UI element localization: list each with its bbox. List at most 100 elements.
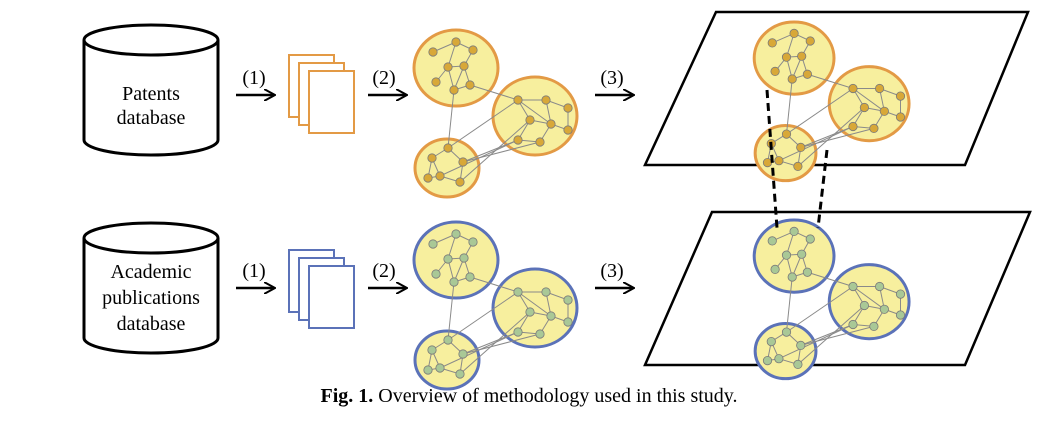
academic-layer-node (797, 341, 805, 349)
academic-network-node (459, 350, 467, 358)
academic-layer-node (790, 227, 798, 235)
row-academic: Academic publications database (1) (2) (… (84, 212, 1030, 389)
academic-layer-node (896, 290, 904, 298)
patents-layer-node (870, 124, 878, 132)
academic-network-node (514, 328, 522, 336)
patents-database-label-line2: database (117, 107, 186, 129)
academic-layer-node (803, 268, 811, 276)
patents-network-node (436, 172, 444, 180)
academic-step-2-label: (2) (372, 260, 395, 282)
academic-network-node (466, 273, 474, 281)
patents-network-node (424, 174, 432, 182)
academic-network-node (444, 255, 452, 263)
patents-layer-node (803, 70, 811, 78)
patents-network-node (536, 138, 544, 146)
patents-step-3-label: (3) (600, 67, 623, 89)
patents-cluster-network (414, 30, 577, 197)
patents-layer-node (896, 113, 904, 121)
patents-network-node (547, 120, 555, 128)
academic-network-node (444, 336, 452, 344)
academic-network-node (424, 366, 432, 374)
academic-layer-node (849, 282, 857, 290)
academic-documents-icon (289, 250, 354, 328)
academic-database-label-line2: publications (102, 287, 200, 309)
patents-network-node (432, 78, 440, 86)
academic-cluster-network (414, 222, 577, 389)
academic-network-node (432, 270, 440, 278)
patents-layer-node (798, 52, 806, 60)
academic-layer-node (771, 265, 779, 273)
patents-network-node (460, 62, 468, 70)
academic-layer-node (798, 250, 806, 258)
academic-layer-node (767, 337, 775, 345)
patents-network-node (542, 96, 550, 104)
patents-network-node (466, 81, 474, 89)
academic-layer-node (849, 320, 857, 328)
academic-network-node (436, 364, 444, 372)
academic-layer-node (782, 251, 790, 259)
academic-layer-node (782, 328, 790, 336)
patents-layer-node (806, 37, 814, 45)
patents-layer-node (790, 29, 798, 37)
academic-layer-node (870, 322, 878, 330)
academic-layer-node (860, 301, 868, 309)
patents-network-node (444, 144, 452, 152)
patents-network-node (452, 38, 460, 46)
academic-network-node (460, 254, 468, 262)
patents-layer-node (775, 157, 783, 165)
patents-network-node (428, 154, 436, 162)
academic-layer-node (763, 356, 771, 364)
patents-step-1-label: (1) (242, 67, 265, 89)
patents-documents-icon (289, 55, 354, 133)
academic-database-label-line3: database (117, 313, 186, 335)
academic-database-icon: Academic publications database (84, 223, 218, 353)
figure-caption: Fig. 1. Overview of methodology used in … (0, 385, 1058, 408)
academic-network-node (564, 318, 572, 326)
figure-caption-text: Overview of methodology used in this stu… (378, 385, 737, 407)
patents-network-node (564, 126, 572, 134)
patents-layer-node (849, 84, 857, 92)
academic-network-node (547, 312, 555, 320)
academic-network-node (452, 230, 460, 238)
row-patents: Patents database (1) (2) (3) (84, 12, 1028, 197)
academic-network-node (428, 346, 436, 354)
academic-layer-node (806, 235, 814, 243)
patents-layer-node (788, 75, 796, 83)
patents-layer-node (896, 92, 904, 100)
academic-network-node (450, 278, 458, 286)
academic-network-node (456, 370, 464, 378)
academic-network-node (526, 308, 534, 316)
academic-network-node (536, 330, 544, 338)
academic-network-node (469, 238, 477, 246)
academic-step-1-label: (1) (242, 260, 265, 282)
patents-layer-node (880, 107, 888, 115)
academic-network-node (542, 288, 550, 296)
patents-network-node (526, 116, 534, 124)
patents-layer-node (797, 143, 805, 151)
patents-network-node (429, 48, 437, 56)
patents-step-2-label: (2) (372, 67, 395, 89)
academic-layer-node (875, 282, 883, 290)
academic-layer-node (775, 355, 783, 363)
patents-network-node (450, 86, 458, 94)
patents-layer-node (875, 84, 883, 92)
academic-network-node (429, 240, 437, 248)
patents-network-node (564, 104, 572, 112)
academic-network-node (514, 288, 522, 296)
patents-network-node (444, 63, 452, 71)
patents-network-node (456, 178, 464, 186)
figure-caption-label: Fig. 1. (321, 385, 374, 407)
patents-layer-node (782, 130, 790, 138)
patents-layer-node (763, 158, 771, 166)
patents-network-node (514, 136, 522, 144)
academic-layer-node (794, 360, 802, 368)
academic-layer-node (896, 311, 904, 319)
academic-layer-node (768, 237, 776, 245)
patents-network-node (514, 96, 522, 104)
academic-network-node (564, 296, 572, 304)
patents-layer-node (768, 39, 776, 47)
patents-layer-node (860, 103, 868, 111)
patents-layer-node (849, 122, 857, 130)
academic-layer-node (880, 305, 888, 313)
